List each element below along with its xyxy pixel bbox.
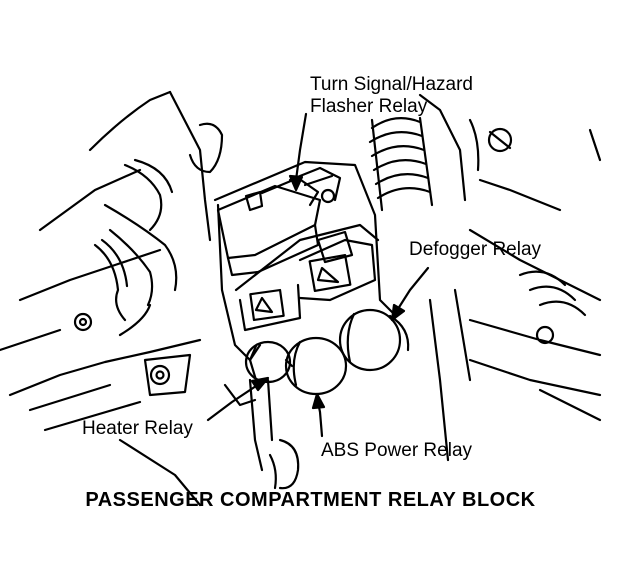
leader-lines (206, 112, 430, 438)
round-relays (244, 308, 410, 396)
abs-power-relay-label: ABS Power Relay (321, 440, 473, 461)
flasher-relay-label-line2: Flasher Relay (310, 96, 428, 117)
flasher-relay-label-line1: Turn Signal/Hazard (310, 74, 473, 95)
relay-block-body (213, 160, 397, 362)
wiring-harness (93, 158, 257, 407)
flasher-relay (216, 166, 342, 277)
fasteners (73, 122, 555, 490)
heater-relay-label: Heater Relay (82, 418, 193, 439)
figure-caption: PASSENGER COMPARTMENT RELAY BLOCK (85, 489, 536, 511)
coil-spring (368, 116, 587, 317)
flasher-relay-label: Turn Signal/Hazard Flasher Relay (310, 74, 473, 118)
defogger-relay-label: Defogger Relay (409, 239, 542, 260)
